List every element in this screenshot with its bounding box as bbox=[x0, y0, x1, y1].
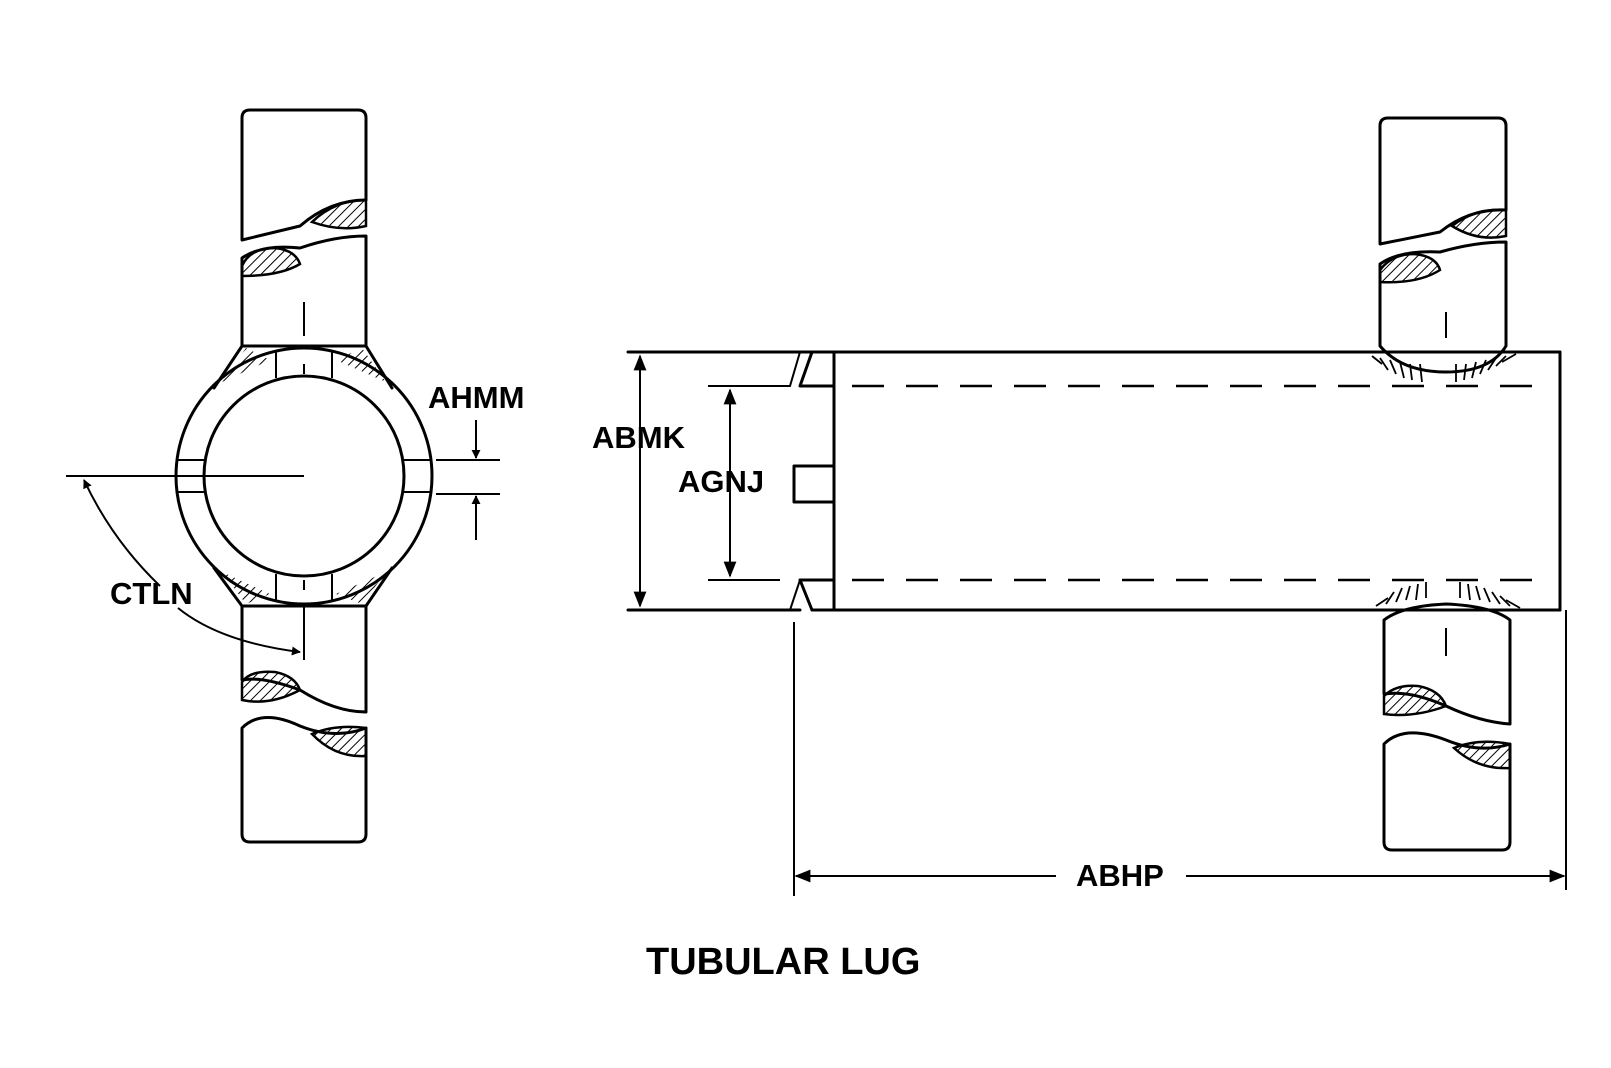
side-view bbox=[626, 116, 1567, 896]
label-abhp: ABHP bbox=[1076, 858, 1164, 893]
label-ahmm: AHMM bbox=[428, 380, 524, 415]
label-abmk: ABMK bbox=[592, 420, 686, 455]
label-agnj: AGNJ bbox=[678, 464, 764, 499]
diagram-title: TUBULAR LUG bbox=[646, 941, 920, 983]
label-ctln: CTLN bbox=[110, 576, 193, 611]
end-view bbox=[66, 108, 500, 844]
